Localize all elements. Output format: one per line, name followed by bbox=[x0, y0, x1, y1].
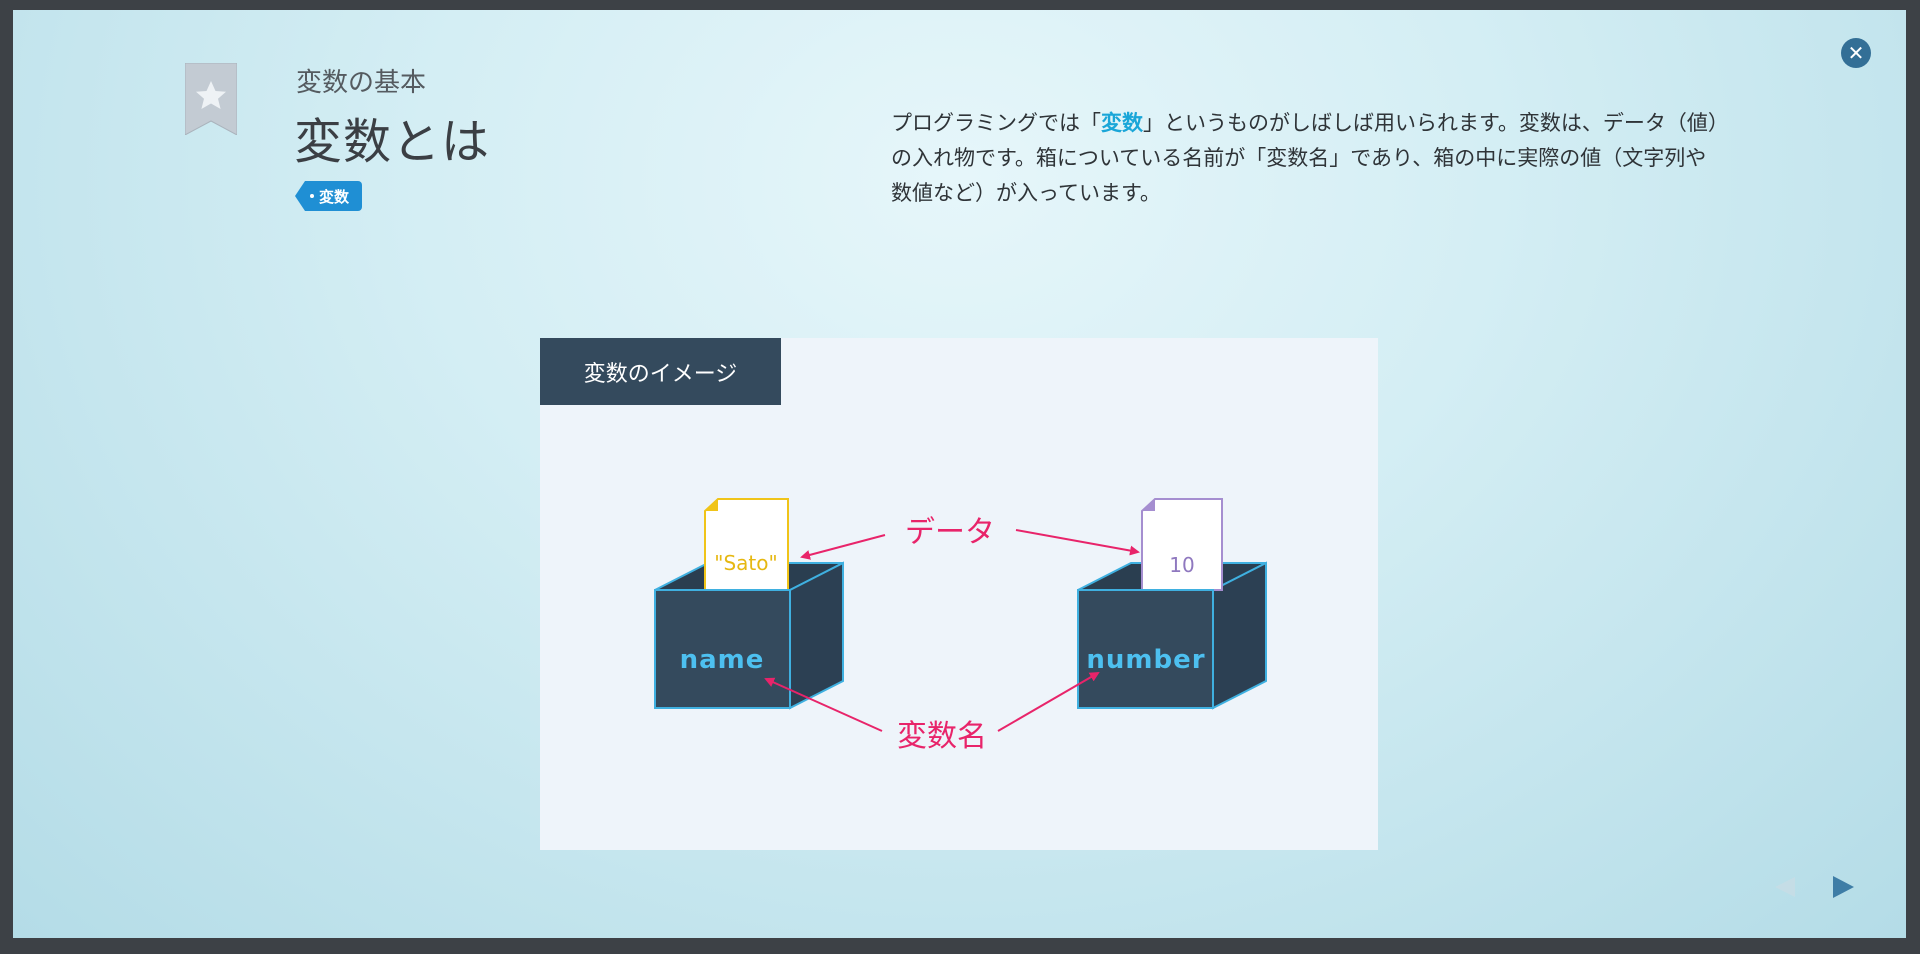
sato-value-card: "Sato" bbox=[704, 498, 789, 591]
close-icon: ✕ bbox=[1847, 41, 1865, 65]
description-text-post: 」というものがしばしば用いられます。変数は、データ（値）の入れ物です。箱について… bbox=[891, 111, 1719, 205]
topic-tag[interactable]: 変数 bbox=[295, 181, 363, 211]
sato-value-text: "Sato" bbox=[714, 551, 777, 575]
bookmark-star-icon[interactable] bbox=[185, 63, 237, 135]
varname-arrow-right bbox=[997, 671, 1100, 732]
box-left: "Sato" name bbox=[654, 498, 844, 710]
description-text-pre: プログラミングでは「 bbox=[891, 111, 1101, 135]
description-keyword: 変数 bbox=[1101, 111, 1143, 135]
lesson-subtitle: 変数の基本 bbox=[296, 68, 427, 98]
topic-tag-label: 変数 bbox=[319, 187, 350, 206]
triangle-left-icon[interactable] bbox=[1771, 872, 1801, 902]
variable-diagram: "Sato" name 10 number データ bbox=[540, 338, 1378, 850]
triangle-right-icon[interactable] bbox=[1828, 872, 1858, 902]
figure-header: 変数のイメージ bbox=[540, 338, 781, 405]
close-button[interactable]: ✕ bbox=[1841, 38, 1871, 68]
varname-annotation-label: 変数名 bbox=[897, 719, 987, 754]
box-right: 10 number bbox=[1077, 498, 1267, 710]
data-arrow-right bbox=[1015, 529, 1140, 556]
box-right-label: number bbox=[1086, 645, 1205, 675]
lesson-modal: ✕ 変数の基本 変数とは 変数 プログラミングでは「変数」というものがしばしば用… bbox=[13, 10, 1906, 938]
varname-arrow-left bbox=[764, 677, 883, 732]
number-value-card: 10 bbox=[1141, 498, 1223, 591]
lesson-description: プログラミングでは「変数」というものがしばしば用いられます。変数は、データ（値）… bbox=[891, 106, 1721, 211]
tag-dot bbox=[310, 194, 314, 198]
box-left-label: name bbox=[680, 645, 765, 675]
number-value-text: 10 bbox=[1169, 553, 1194, 577]
variable-diagram-svg: "Sato" name 10 number データ bbox=[654, 498, 1267, 754]
data-annotation-label: データ bbox=[905, 515, 995, 550]
lesson-title: 変数とは bbox=[294, 114, 491, 170]
data-arrow-left bbox=[800, 534, 886, 560]
